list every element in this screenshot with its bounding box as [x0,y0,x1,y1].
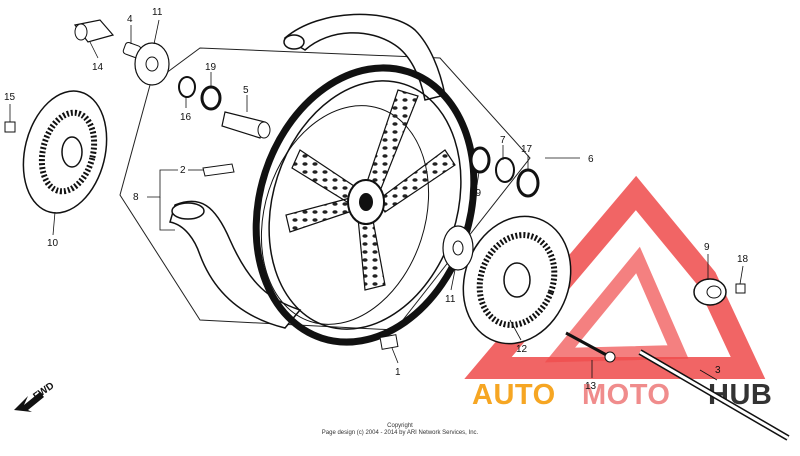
copyright-line-2: Page design (c) 2004 - 2014 by ARI Netwo… [321,430,479,436]
callout-7: 7 [500,135,506,146]
callout-11-bottom: 11 [445,294,456,305]
callout-11-top: 11 [152,7,163,18]
callout-14: 14 [92,62,104,73]
watermark-text-auto: AUTO [472,379,556,411]
callout-12: 12 [516,344,528,355]
inner-tube-part [283,13,446,101]
callout-16: 16 [180,112,192,123]
callout-15: 15 [4,92,16,103]
callout-5: 5 [243,85,249,96]
callout-9: 9 [704,242,710,253]
callout-13: 13 [585,381,597,392]
callout-18: 18 [737,254,749,265]
small-parts [4,19,790,441]
watermark-outer-triangle [464,175,766,379]
callout-19-right: 19 [470,188,482,199]
callout-1: 1 [395,367,401,378]
callout-3: 3 [715,365,721,376]
leader-lines [9,19,744,381]
callout-4: 4 [127,14,133,25]
brake-disc-left [22,90,108,214]
fwd-label: FWD [31,380,56,402]
callout-19-top: 19 [205,62,217,73]
callout-17: 17 [521,144,533,155]
callout-2: 2 [180,165,186,176]
callout-8: 8 [133,192,139,203]
forward-direction-indicator: FWD [14,380,56,412]
callout-labels: 1 2 3 4 5 6 7 8 9 10 11 11 12 13 14 15 1… [4,7,749,392]
bolt-15-shape [4,121,16,133]
watermark-logo: AUTO MOTO HUB [464,175,772,411]
callout-6: 6 [588,154,594,165]
forward-arrow-icon [14,392,44,412]
watermark-text-moto: MOTO [582,379,670,411]
watermark-inner-triangle [544,246,689,363]
copyright-line-1: Copyright [387,423,413,429]
callout-10: 10 [47,238,59,249]
